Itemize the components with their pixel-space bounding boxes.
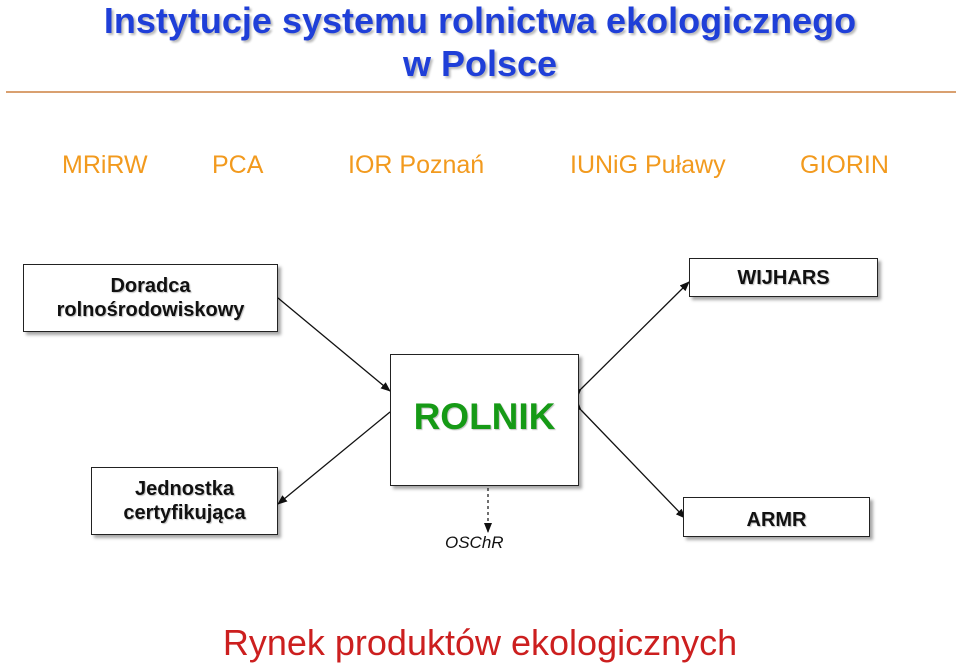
title-divider [6, 91, 956, 93]
footer-title: Rynek produktów ekologicznych [222, 622, 738, 663]
jednostka-label-line-2: certyfikująca [123, 502, 246, 524]
doradca-label-line-2: rolnośrodowiskowy [56, 299, 245, 321]
oschr-label: OSChR [445, 533, 504, 552]
institution-iunig-pulawy: IUNiG Puławy [570, 151, 726, 179]
jednostka-label-line-1: Jednostka [135, 478, 234, 500]
institution-giorin: GIORIN [800, 151, 889, 179]
wijhars-label: WIJHARS [737, 266, 830, 289]
arrow-rolnik-to-wijhars [571, 281, 690, 399]
rolnik-label: ROLNIK [413, 396, 556, 437]
arrow-rolnik-to-armr [571, 400, 686, 519]
title-line-1: Instytucje systemu rolnictwa ekologiczne… [103, 0, 857, 41]
institution-mrirw: MRiRW [62, 151, 148, 179]
arrow-doradca-to-rolnik [268, 289, 391, 392]
box-wijhars: WIJHARS [689, 258, 878, 297]
box-jednostka-certyfikujaca: Jednostka certyfikująca [91, 467, 278, 535]
box-rolnik: ROLNIK [390, 354, 579, 486]
institution-ior-poznan: IOR Poznań [348, 151, 485, 179]
title-line-2: w Polsce [402, 43, 558, 84]
doradca-label-line-1: Doradca [110, 275, 191, 297]
armr-label: ARMR [746, 509, 807, 531]
institution-pca: PCA [212, 151, 264, 179]
box-doradca: Doradca rolnośrodowiskowy [23, 264, 278, 332]
box-armr: ARMR [683, 497, 870, 537]
arrow-rolnik-to-jednostka [277, 403, 400, 505]
